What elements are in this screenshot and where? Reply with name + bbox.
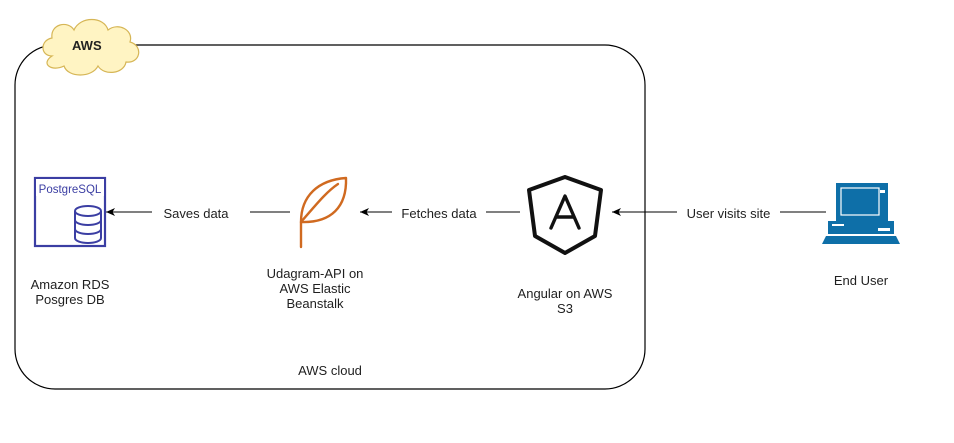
elastic-beanstalk-leaf-icon[interactable] <box>299 176 348 249</box>
desktop-computer-icon[interactable] <box>822 183 900 244</box>
postgresql-icon[interactable]: PostgreSQL <box>33 176 107 248</box>
aws-cloud-container[interactable] <box>14 44 646 390</box>
api-label-line3: Beanstalk <box>286 296 344 311</box>
db-label-line2: Posgres DB <box>35 292 105 307</box>
angular-icon[interactable] <box>527 175 603 255</box>
user-label: End User <box>833 273 889 288</box>
db-label-line1: Amazon RDS <box>30 277 110 292</box>
postgresql-icon-text: PostgreSQL <box>39 184 102 196</box>
edge-label-user-visits-site: User visits site <box>677 206 780 221</box>
edge-label-fetches-data: Fetches data <box>392 206 486 221</box>
frontend-label-line1: Angular on AWS <box>517 286 613 301</box>
aws-badge-label: AWS <box>72 38 102 53</box>
frontend-label: Angular on AWS S3 <box>500 286 630 316</box>
api-label-line1: Udagram-API on <box>266 266 364 281</box>
api-label: Udagram-API on AWS Elastic Beanstalk <box>260 266 370 311</box>
container-label: AWS cloud <box>298 363 362 378</box>
edge-label-saves-data: Saves data <box>152 206 240 221</box>
aws-cloud-badge-icon <box>42 18 140 76</box>
api-label-line2: AWS Elastic <box>279 281 351 296</box>
db-label: Amazon RDS Posgres DB <box>20 277 120 307</box>
frontend-label-line2: S3 <box>557 301 573 316</box>
